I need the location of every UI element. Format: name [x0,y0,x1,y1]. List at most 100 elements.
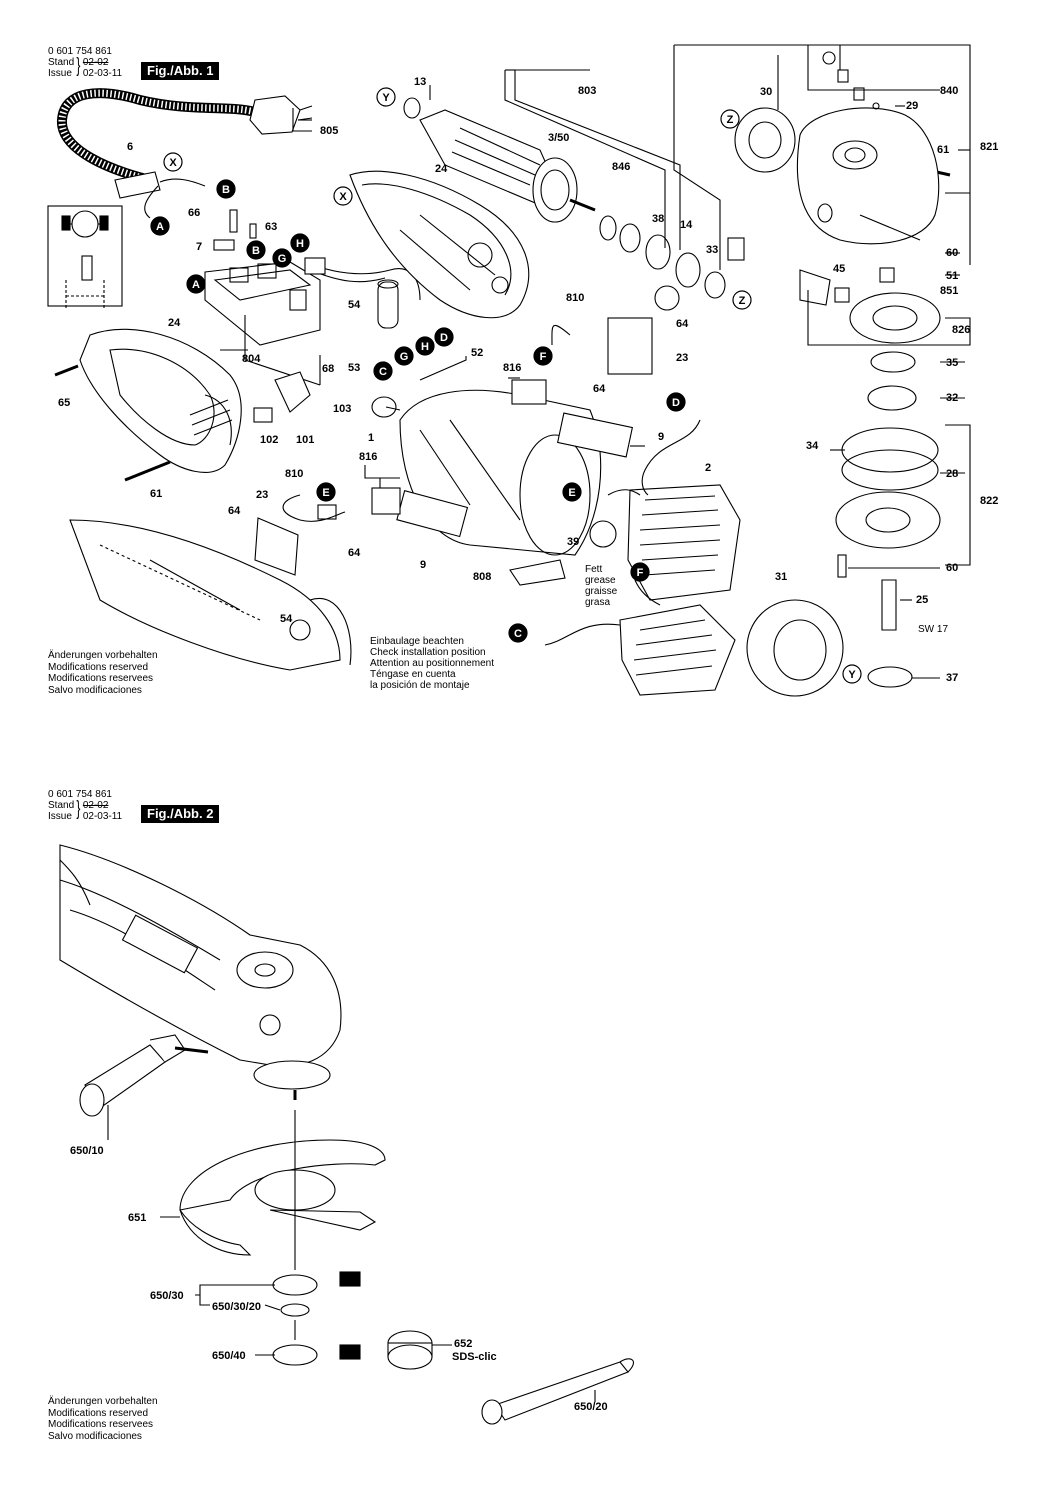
callout-h [290,233,310,253]
grease-es: grasa [585,597,611,608]
gear-head [734,107,940,245]
part-label: 64 [348,547,361,559]
part-label: 3/50 [548,132,569,144]
callout-letter: F [540,351,547,363]
callout-letter: F [637,567,644,579]
callout-letter: D [672,397,680,409]
part-label: 805 [320,125,338,137]
bearing-33 [675,252,701,288]
callout-letter: X [169,157,177,169]
callout-d [666,392,686,412]
callout-letter: Z [739,295,746,307]
motor-housing [371,389,634,586]
issue-label: Issue [48,68,72,79]
part-label-fig2: 651 [128,1212,146,1224]
figure-label-2: Fig./Abb. 2 [141,805,220,823]
part-label-fig2: 650/10 [70,1145,104,1157]
issue-label-2: Issue [48,811,72,822]
callout-g [394,346,414,366]
part-label: 29 [906,100,918,112]
lever-101 [274,371,311,413]
callout-letter: Z [727,114,734,126]
part-label-fig2: 650/20 [574,1401,608,1413]
callout-letter: A [192,279,200,291]
part-label: 60 [946,562,958,574]
mod-fr: Modifications reservees [48,673,154,684]
side-handle [79,1034,209,1117]
part-label: 28 [946,468,958,480]
flange-650-30 [272,1274,318,1296]
part-label: 61 [150,488,162,500]
part-label: 851 [940,285,958,297]
callout-d [434,327,454,347]
mod-de: Änderungen vorbehalten [48,650,158,661]
part-label: 32 [946,392,958,404]
stand-date-2: 02-02 [82,800,109,811]
callout-z [732,290,752,310]
install-note-en: Check installation position [370,647,486,658]
power-cord [57,88,313,219]
part-label: 25 [916,594,928,606]
mod-es-2: Salvo modificaciones [48,1430,142,1442]
callout-letter: H [421,341,429,353]
part-label: 34 [806,440,819,452]
cover-23 [607,317,653,375]
part-label: 9 [420,559,426,571]
callout-b [216,179,236,199]
callout-letter: H [296,238,304,250]
part-label: 65 [58,397,70,409]
callout-letter: B [222,184,230,196]
issue-date: 02-03-11 [82,68,123,79]
field-coil [619,484,741,696]
grinder-body [59,844,342,1100]
callout-e [562,482,582,502]
callout-f [533,346,553,366]
callout-letter: C [379,366,387,378]
figure-label-1: Fig./Abb. 1 [141,62,220,80]
install-note: Einbaulage beachten Check installation p… [370,636,494,691]
part-label: 68 [322,363,334,375]
motor-housing-half [349,170,530,319]
part-label: 39 [567,536,579,548]
fig2-modifications: Änderungen vorbehalten Modifications res… [48,1396,158,1442]
brush-39 [589,520,617,548]
part-label: 1 [368,432,374,444]
callout-letter: C [514,628,522,640]
callout-letter: E [568,487,575,499]
grease-note: Fett grease graisse grasa [585,564,617,608]
part-label: 9 [658,431,664,443]
install-note-fr: Attention au positionnement [370,658,494,669]
part-label: 24 [168,317,181,329]
mod-en-2: Modifications reserved [48,1407,149,1419]
part-label: 31 [775,571,787,583]
part-label: 822 [980,495,998,507]
part-label: 52 [471,347,483,359]
part-label-fig2: 650/40 [212,1350,246,1362]
washer-38 [619,223,641,253]
brush-holder-816 [371,487,401,515]
part-label: 63 [265,221,277,233]
grease-en: grease [585,575,616,586]
part-number-2: 0 601 754 861 [48,789,112,800]
part-label: 66 [188,207,200,219]
flange-650-40 [272,1344,318,1366]
callout-letter: G [278,253,287,265]
callout-h [415,336,435,356]
part-label: 23 [676,352,688,364]
callout-g [272,248,292,268]
circlip-846 [599,215,617,241]
callout-e [316,482,336,502]
part-label: 64 [593,383,606,395]
callout-letter: A [156,221,164,233]
fig1-modifications: Änderungen vorbehalten Modifications res… [48,650,158,696]
part-label: 64 [676,318,689,330]
part-label: 816 [359,451,377,463]
callout-c [508,623,528,643]
wiring-schematic [47,205,123,310]
part-label: 826 [952,324,970,336]
callout-x [163,152,183,172]
part-label: 60 [946,247,958,259]
stand-label-2: Stand [48,800,75,811]
install-note-de: Einbaulage beachten [370,636,464,647]
grease-fr: graisse [585,586,618,597]
